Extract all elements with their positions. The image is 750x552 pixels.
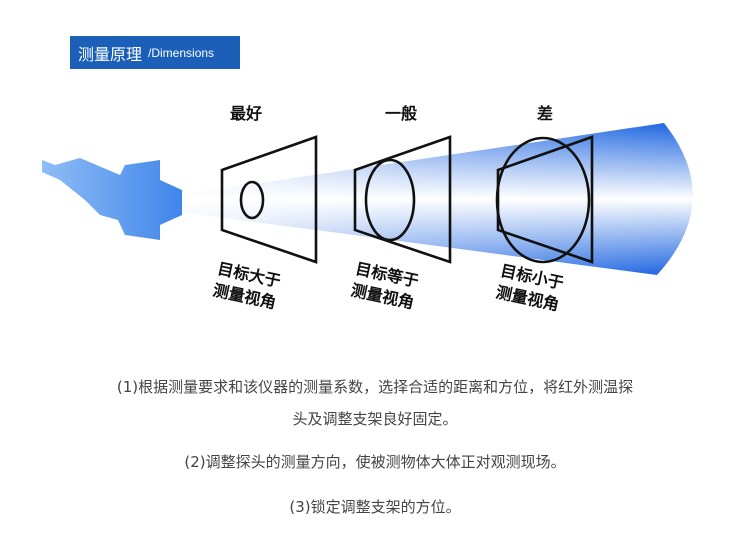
quality-best: 最好 — [230, 104, 263, 123]
section-title-en: /Dimensions — [148, 45, 215, 60]
target-poor — [495, 136, 591, 264]
instruction-1a: (1)根据测量要求和该仪器的测量系数，选择合适的距离和方位，将红外测温探 — [116, 378, 634, 396]
view-frame-normal — [353, 135, 452, 264]
section-header: 测量原理 /Dimensions — [70, 36, 240, 69]
instruction-1b: 头及调整支架良好固定。 — [292, 410, 458, 428]
instruction-3: (3)锁定调整支架的方位。 — [289, 498, 461, 516]
instruction-2: (2)调整探头的测量方向，使被测物体大体正对观测现场。 — [184, 453, 566, 471]
beam-cone — [180, 123, 693, 275]
target-normal — [364, 158, 416, 242]
section-title-cn: 测量原理 — [78, 44, 143, 64]
sensor-probe-icon — [42, 158, 182, 240]
view-frame-best — [220, 135, 318, 264]
quality-normal: 一般 — [385, 104, 418, 123]
target-best — [239, 180, 265, 220]
quality-poor: 差 — [537, 104, 554, 123]
